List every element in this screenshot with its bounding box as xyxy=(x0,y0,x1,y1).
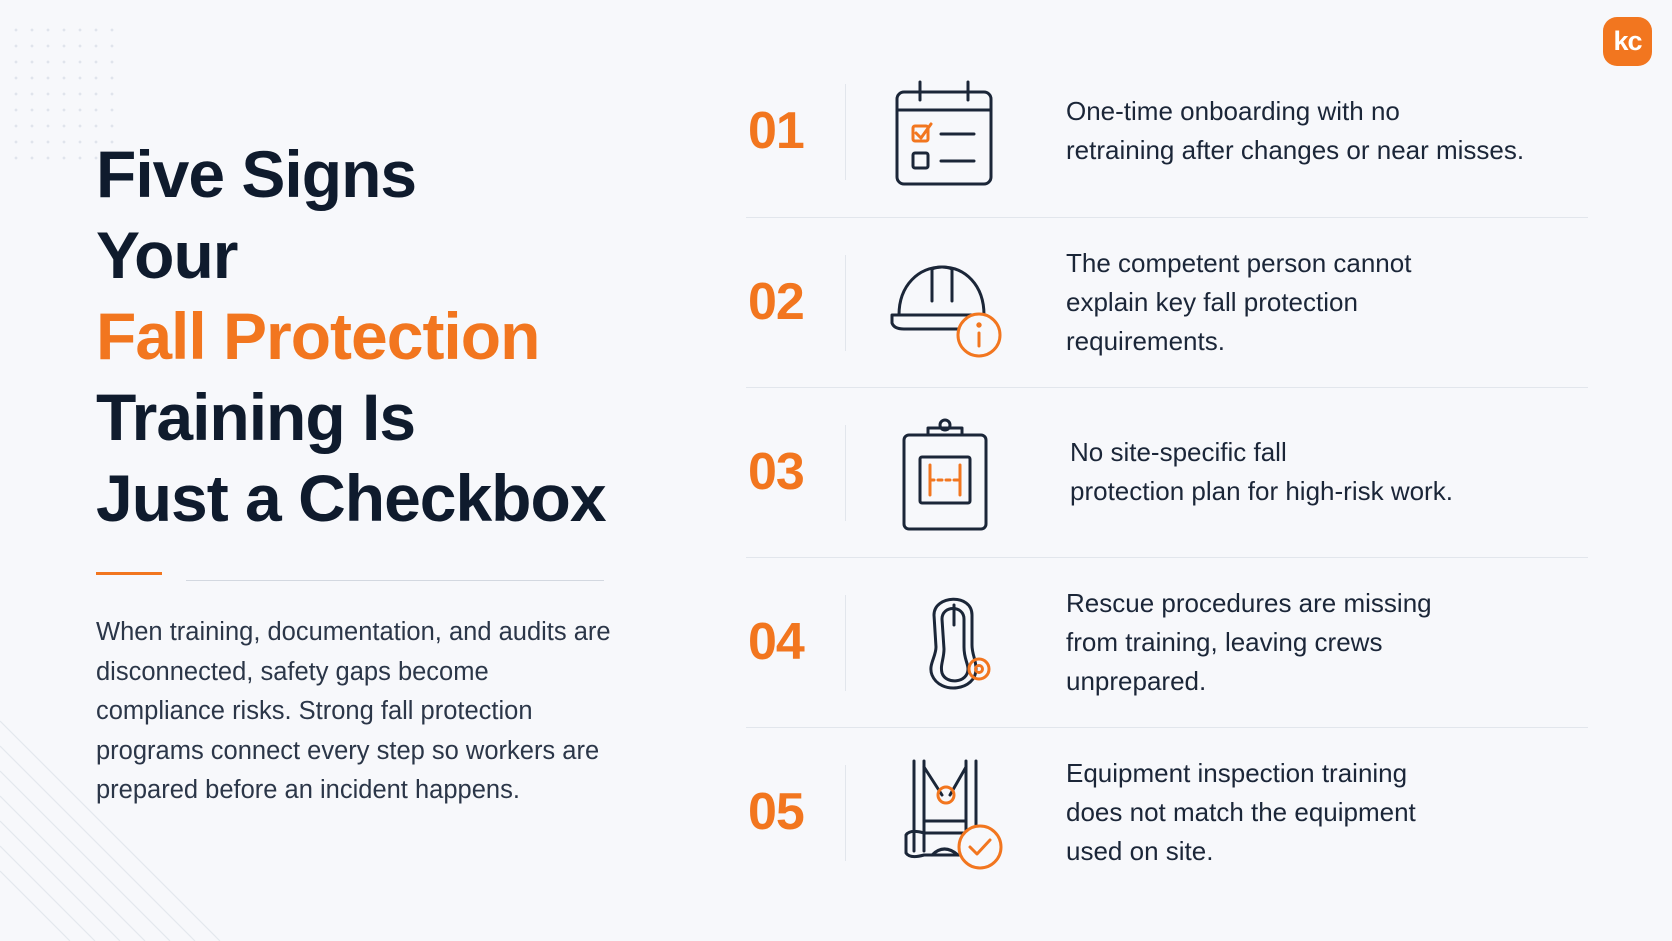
sign-text-line: from training, leaving crews xyxy=(1066,626,1383,657)
sign-item-03: 03 No site-specific fall protection plan… xyxy=(746,387,1588,557)
vertical-divider xyxy=(845,595,846,691)
vertical-divider xyxy=(845,765,846,861)
vertical-divider xyxy=(845,425,846,521)
sign-number: 05 xyxy=(748,783,805,841)
sign-number: 02 xyxy=(748,273,805,331)
sign-text-line: retraining after changes or near misses. xyxy=(1066,135,1525,165)
sign-text-line: One-time onboarding with no xyxy=(1066,96,1400,126)
diagonal-lines-decoration xyxy=(0,720,221,941)
sign-text: No site-specific fall protection plan fo… xyxy=(1070,387,1570,557)
vertical-divider xyxy=(845,84,846,180)
harness-check-icon xyxy=(884,755,1004,875)
sign-item-04: 04 Rescue procedures are missing from tr… xyxy=(746,557,1588,727)
calendar-checklist-icon xyxy=(884,74,1004,194)
sign-text-line: Rescue procedures are missing xyxy=(1066,587,1432,618)
sign-number: 01 xyxy=(748,102,805,160)
row-divider xyxy=(746,557,1588,558)
title-line-4: Training Is xyxy=(96,380,416,454)
title-line-2: Your xyxy=(96,218,238,292)
sign-text: Equipment inspection training does not m… xyxy=(1066,727,1566,897)
dot-grid-decoration xyxy=(8,22,118,172)
title-line-5: Just a Checkbox xyxy=(96,461,607,535)
accent-divider xyxy=(96,572,162,575)
sign-text-line: explain key fall protection xyxy=(1066,286,1358,317)
sign-text: One-time onboarding with no retraining a… xyxy=(1066,46,1566,216)
sign-item-01: 01 One-time onboarding with no retrainin… xyxy=(746,46,1588,216)
sign-text-line: used on site. xyxy=(1066,835,1214,866)
row-divider xyxy=(746,727,1588,728)
sign-text-line: Equipment inspection training xyxy=(1066,757,1408,788)
sign-item-05: 05 Equipment inspection training does no… xyxy=(746,727,1588,897)
sign-text-line: No site-specific fall xyxy=(1070,437,1287,467)
clipboard-plan-icon xyxy=(884,415,1004,535)
vertical-divider xyxy=(845,255,846,351)
row-divider xyxy=(746,217,1588,218)
title-line-3-accent: Fall Protection xyxy=(96,299,540,373)
sign-text: The competent person cannot explain key … xyxy=(1066,217,1566,387)
kc-logo: kc xyxy=(1603,17,1652,66)
sign-text-line: protection plan for high-risk work. xyxy=(1070,476,1453,506)
sign-text-line: requirements. xyxy=(1066,325,1225,356)
page-title: Five Signs Your Fall Protection Training… xyxy=(96,134,607,539)
sign-text-line: The competent person cannot xyxy=(1066,247,1412,278)
sign-text-line: unprepared. xyxy=(1066,665,1207,696)
description-paragraph: When training, documentation, and audits… xyxy=(96,618,611,804)
sign-text-line: does not match the equipment xyxy=(1066,796,1416,827)
sign-item-02: 02 The competent person cannot explain k… xyxy=(746,217,1588,387)
gray-divider xyxy=(186,580,604,581)
sign-number: 03 xyxy=(748,443,805,501)
sign-number: 04 xyxy=(748,613,805,671)
carabiner-icon xyxy=(884,585,1004,705)
row-divider xyxy=(746,387,1588,388)
hard-hat-info-icon xyxy=(884,245,1004,365)
title-line-1: Five Signs xyxy=(96,137,417,211)
sign-text: Rescue procedures are missing from train… xyxy=(1066,557,1566,727)
